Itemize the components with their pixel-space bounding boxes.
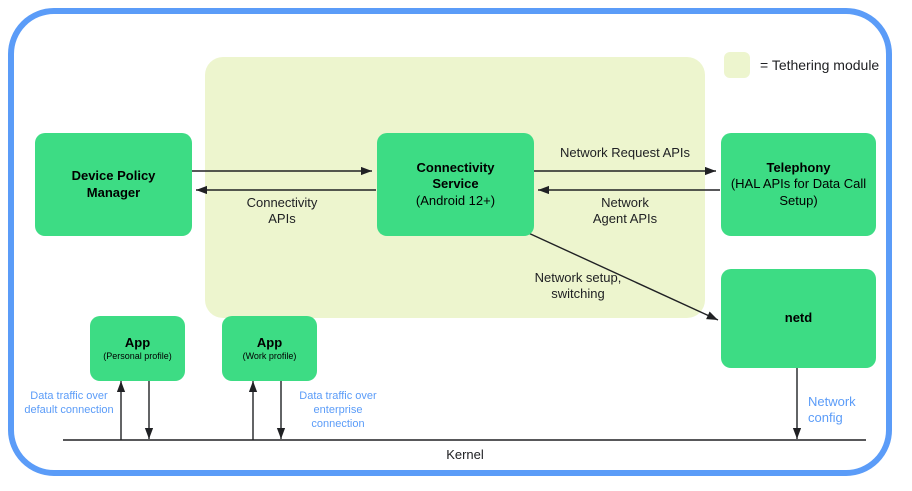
kernel-label: Kernel [446, 447, 484, 462]
node-app-work-profile[interactable]: App (Work profile) [222, 316, 317, 381]
node-title: Connectivity [416, 160, 495, 176]
node-device-policy-manager[interactable]: Device Policy Manager [35, 133, 192, 236]
node-subtitle: (HAL APIs for Data Call Setup) [730, 176, 867, 208]
node-title-line2: Service [432, 176, 479, 192]
node-title-line2: Manager [86, 184, 141, 200]
node-title: App [124, 334, 151, 350]
node-title: App [256, 334, 283, 350]
node-app-personal-profile[interactable]: App (Personal profile) [90, 316, 185, 381]
node-subtitle: (Android 12+) [415, 192, 496, 208]
node-title: netd [784, 310, 813, 326]
edge-label-network-config: Network config [808, 394, 856, 426]
edge-label-connectivity-apis: Connectivity APIs [246, 195, 318, 227]
node-subtitle: (Personal profile) [103, 351, 172, 361]
legend: = Tethering module [724, 52, 879, 78]
legend-swatch-tethering [724, 52, 750, 78]
edge-label-network-setup-switching: Network setup, switching [534, 270, 622, 302]
edge-label-network-request-apis: Network Request APIs [559, 145, 691, 160]
legend-label-tethering: = Tethering module [760, 57, 880, 73]
node-netd[interactable]: netd [721, 269, 876, 368]
node-telephony[interactable]: Telephony (HAL APIs for Data Call Setup) [721, 133, 876, 236]
edge-label-data-traffic-default: Data traffic over default connection [24, 390, 114, 416]
node-connectivity-service[interactable]: Connectivity Service (Android 12+) [377, 133, 534, 236]
diagram-outer-frame [8, 8, 892, 476]
edge-label-network-agent-apis: Network Agent APIs [592, 195, 658, 227]
edge-label-data-traffic-enterprise: Data traffic over enterprise connection [299, 390, 377, 430]
node-subtitle: (Work profile) [242, 351, 297, 361]
node-title: Telephony [766, 160, 831, 176]
node-title: Device Policy [71, 168, 156, 184]
